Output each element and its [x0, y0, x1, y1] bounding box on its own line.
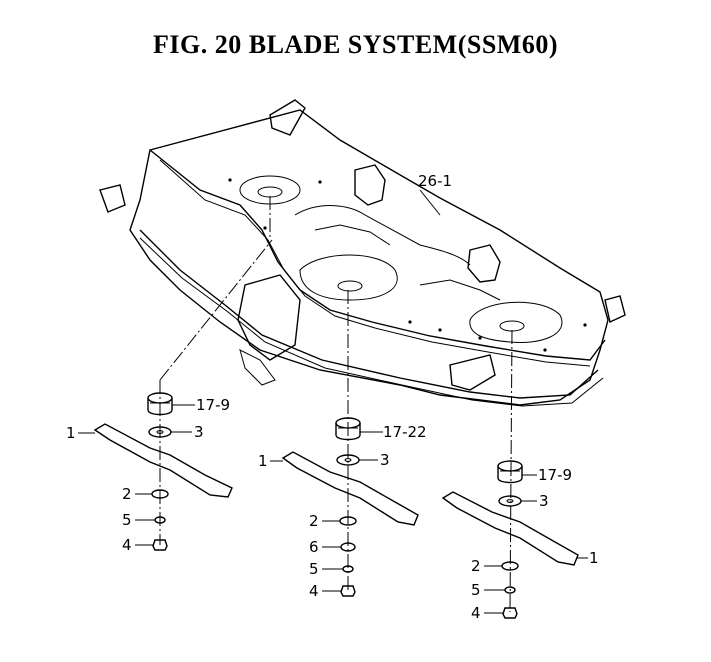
center-spindle: 17-22: [335, 417, 427, 441]
right-spindle-callout: 17-9: [538, 466, 572, 484]
figure-title: FIG. 20 BLADE SYSTEM(SSM60): [153, 30, 558, 59]
center-washer-callout: 3: [380, 451, 390, 469]
right-blade-assembly: 17-9 3 1 2 5 4: [441, 460, 599, 622]
center-washer5-callout: 5: [309, 560, 319, 578]
mower-deck: 26-1: [99, 99, 626, 407]
left-washer5-callout: 5: [122, 511, 132, 529]
right-blade-callout: 1: [589, 549, 599, 567]
left-spindle-callout: 17-9: [196, 396, 230, 414]
right-spindle: 17-9: [497, 460, 572, 484]
left-lock-washer-callout: 2: [122, 485, 132, 503]
center-blade-assembly: 17-22 3 1 2 6 5 4: [258, 417, 427, 600]
left-blade-callout: 1: [66, 424, 76, 442]
left-nut-callout: 4: [122, 536, 132, 554]
left-washer-callout: 3: [194, 423, 204, 441]
right-lock-washer-callout: 2: [471, 557, 481, 575]
right-washer5-callout: 5: [471, 581, 481, 599]
center-blade-callout: 1: [258, 452, 268, 470]
center-spindle-callout: 17-22: [383, 423, 427, 441]
left-blade-assembly: 17-9 3 1 2 5 4: [66, 392, 233, 554]
deck-callout: 26-1: [418, 172, 452, 190]
center-nut-callout: 4: [309, 582, 319, 600]
right-nut-callout: 4: [471, 604, 481, 622]
left-spindle: 17-9: [147, 392, 230, 416]
center-washer6-callout: 6: [309, 538, 319, 556]
right-washer-callout: 3: [539, 492, 549, 510]
center-lock-washer-callout: 2: [309, 512, 319, 530]
